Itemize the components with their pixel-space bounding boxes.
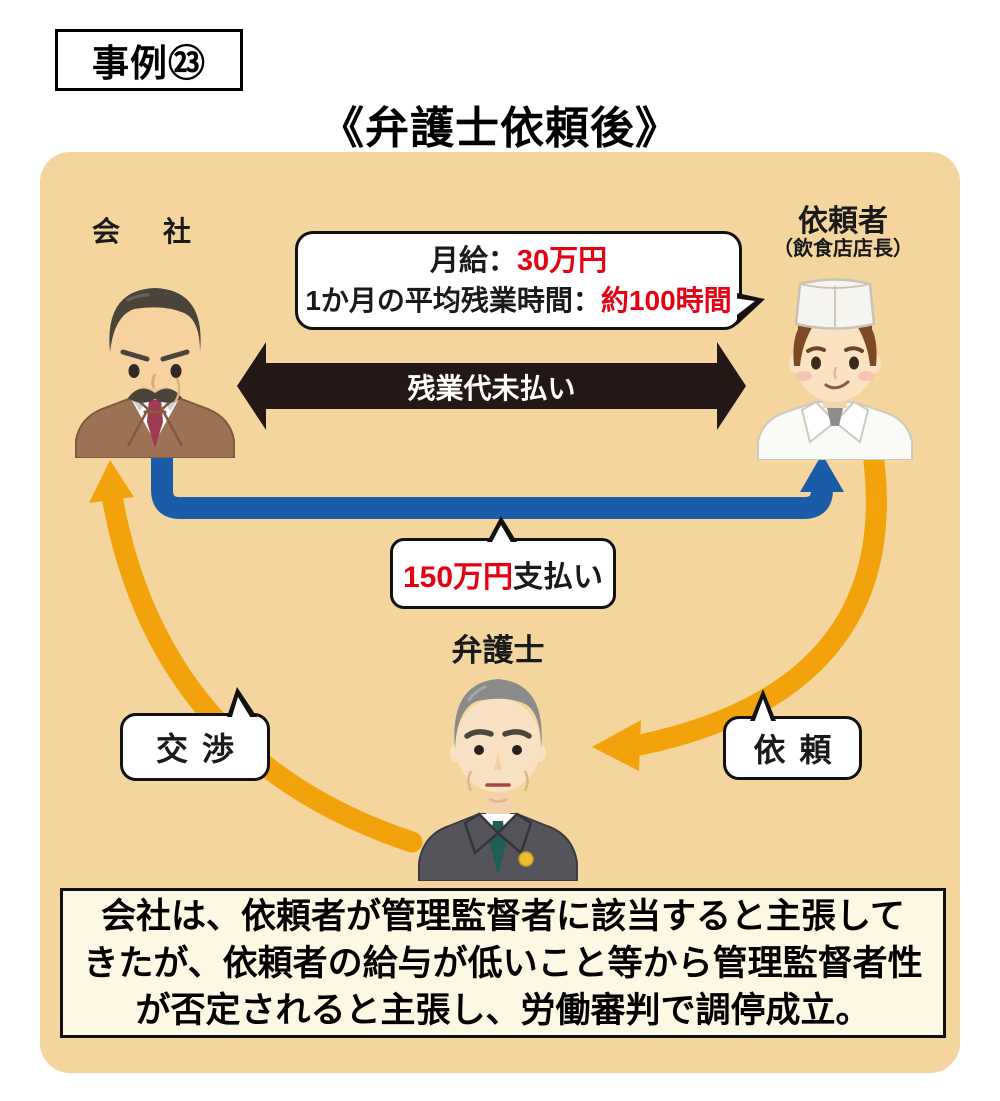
summary-line: が否定されると主張し、労働審判で調停成立。 <box>135 990 871 1030</box>
company-figure <box>75 288 235 458</box>
bubble-tail <box>231 697 252 720</box>
salary-speech-bubble: 月給：30万円 1か月の平均残業時間：約100時間 <box>295 231 765 330</box>
bubble-tail <box>491 525 512 544</box>
request-label: 依頼 <box>753 732 846 768</box>
case-number-label: 事例㉓ <box>92 43 206 84</box>
overtime-value: 約100時間 <box>600 284 732 316</box>
request-bubble: 依頼 <box>723 689 862 780</box>
page-title: 《弁護士依頼後》 <box>320 104 680 153</box>
bubble-tail <box>754 699 772 723</box>
salary-label: 月給： <box>429 244 517 277</box>
overtime-label: 1か月の平均残業時間： <box>305 284 601 316</box>
summary-box: 会社は、依頼者が管理監督者に該当すると主張して きたが、依頼者の給与が低いこと等… <box>60 888 946 1038</box>
negotiation-bubble: 交渉 <box>120 687 270 781</box>
payment-value: 150万円 <box>402 560 514 594</box>
summary-line: きたが、依頼者の給与が低いこと等から管理監督者性 <box>83 943 923 983</box>
payment-bubble: 150万円支払い <box>390 516 616 609</box>
salary-line: 月給：30万円 <box>430 241 607 281</box>
lawyer-figure <box>418 679 578 881</box>
payment-suffix: 支払い <box>513 560 604 594</box>
client-sublabel: （飲食店店長） <box>773 238 913 260</box>
bubble-tail <box>733 298 755 318</box>
summary-line: 会社は、依頼者が管理監督者に該当すると主張して <box>101 896 905 936</box>
client-label: 依頼者 <box>798 205 888 238</box>
case-number-badge: 事例㉓ <box>55 29 243 91</box>
company-label: 会社 <box>92 216 235 247</box>
lawyer-label: 弁護士 <box>451 633 545 668</box>
client-figure <box>757 278 913 460</box>
overtime-line: 1か月の平均残業時間：約100時間 <box>305 281 731 321</box>
payment-text: 150万円支払い <box>403 552 603 596</box>
salary-value: 30万円 <box>516 244 608 277</box>
negotiation-label: 交渉 <box>155 731 248 767</box>
unpaid-overtime-label: 残業代未払い <box>407 373 576 404</box>
